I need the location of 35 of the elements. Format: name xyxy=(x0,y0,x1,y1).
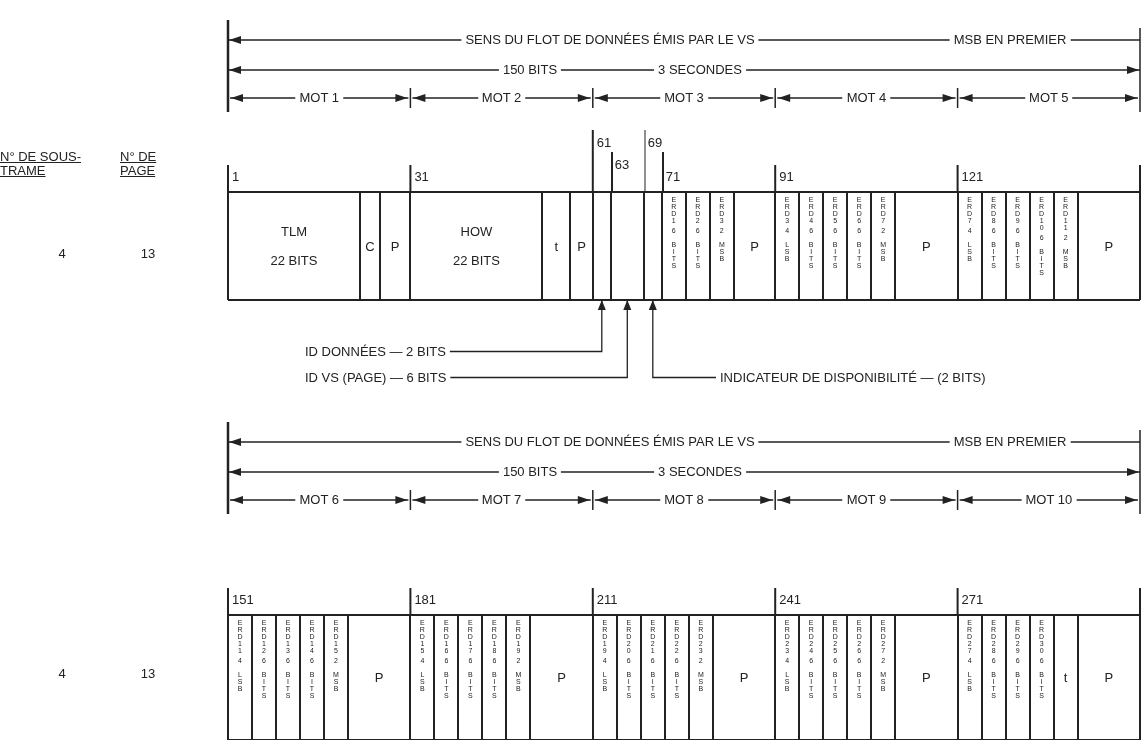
leader-line xyxy=(648,300,717,379)
column-header: N° DE SOUS-TRAME xyxy=(0,150,83,179)
bit-field-cell: P xyxy=(530,615,593,740)
bit-number: 1 xyxy=(232,170,240,185)
bit-field-cell: t xyxy=(542,192,571,300)
empty-bit-field-cell xyxy=(610,192,644,300)
bit-number: 69 xyxy=(647,136,663,151)
bit-field-cell: HOW 22 BITS xyxy=(410,192,543,300)
bit-number: 211 xyxy=(596,593,618,608)
bit-number: 271 xyxy=(961,593,984,608)
callout-text: ID DONNÉES — 2 BITS xyxy=(305,344,446,359)
bit-field-cell: P xyxy=(895,615,958,740)
leader-line xyxy=(449,300,632,379)
bit-field-cell: P xyxy=(733,192,776,300)
callout-text: INDICATEUR DE DISPONIBILITÉ — (2 BITS) xyxy=(720,370,986,385)
bit-number: 121 xyxy=(961,170,984,185)
bit-number: 241 xyxy=(779,593,801,608)
bit-field-cell: P xyxy=(1077,615,1140,740)
bit-number: 91 xyxy=(779,170,794,185)
bit-number: 71 xyxy=(665,170,681,185)
bit-field-cell: P xyxy=(348,615,411,740)
leader-line xyxy=(449,300,606,353)
bit-number: 61 xyxy=(596,136,612,151)
bit-field-cell: P xyxy=(712,615,776,740)
column-header: N° DE PAGE xyxy=(120,150,158,179)
bit-number: 31 xyxy=(414,170,429,185)
bit-field-cell: P xyxy=(570,192,593,300)
bit-field-cell: t xyxy=(1053,615,1078,740)
callout-text: ID VS (PAGE) — 6 BITS xyxy=(305,370,447,385)
bit-field-cell: P xyxy=(380,192,411,300)
bit-number: 181 xyxy=(414,593,437,608)
bit-number: 63 xyxy=(614,158,630,173)
bit-number: 151 xyxy=(232,593,254,608)
bit-field-cell: P xyxy=(895,192,958,300)
bit-field-cell: C xyxy=(360,192,380,300)
